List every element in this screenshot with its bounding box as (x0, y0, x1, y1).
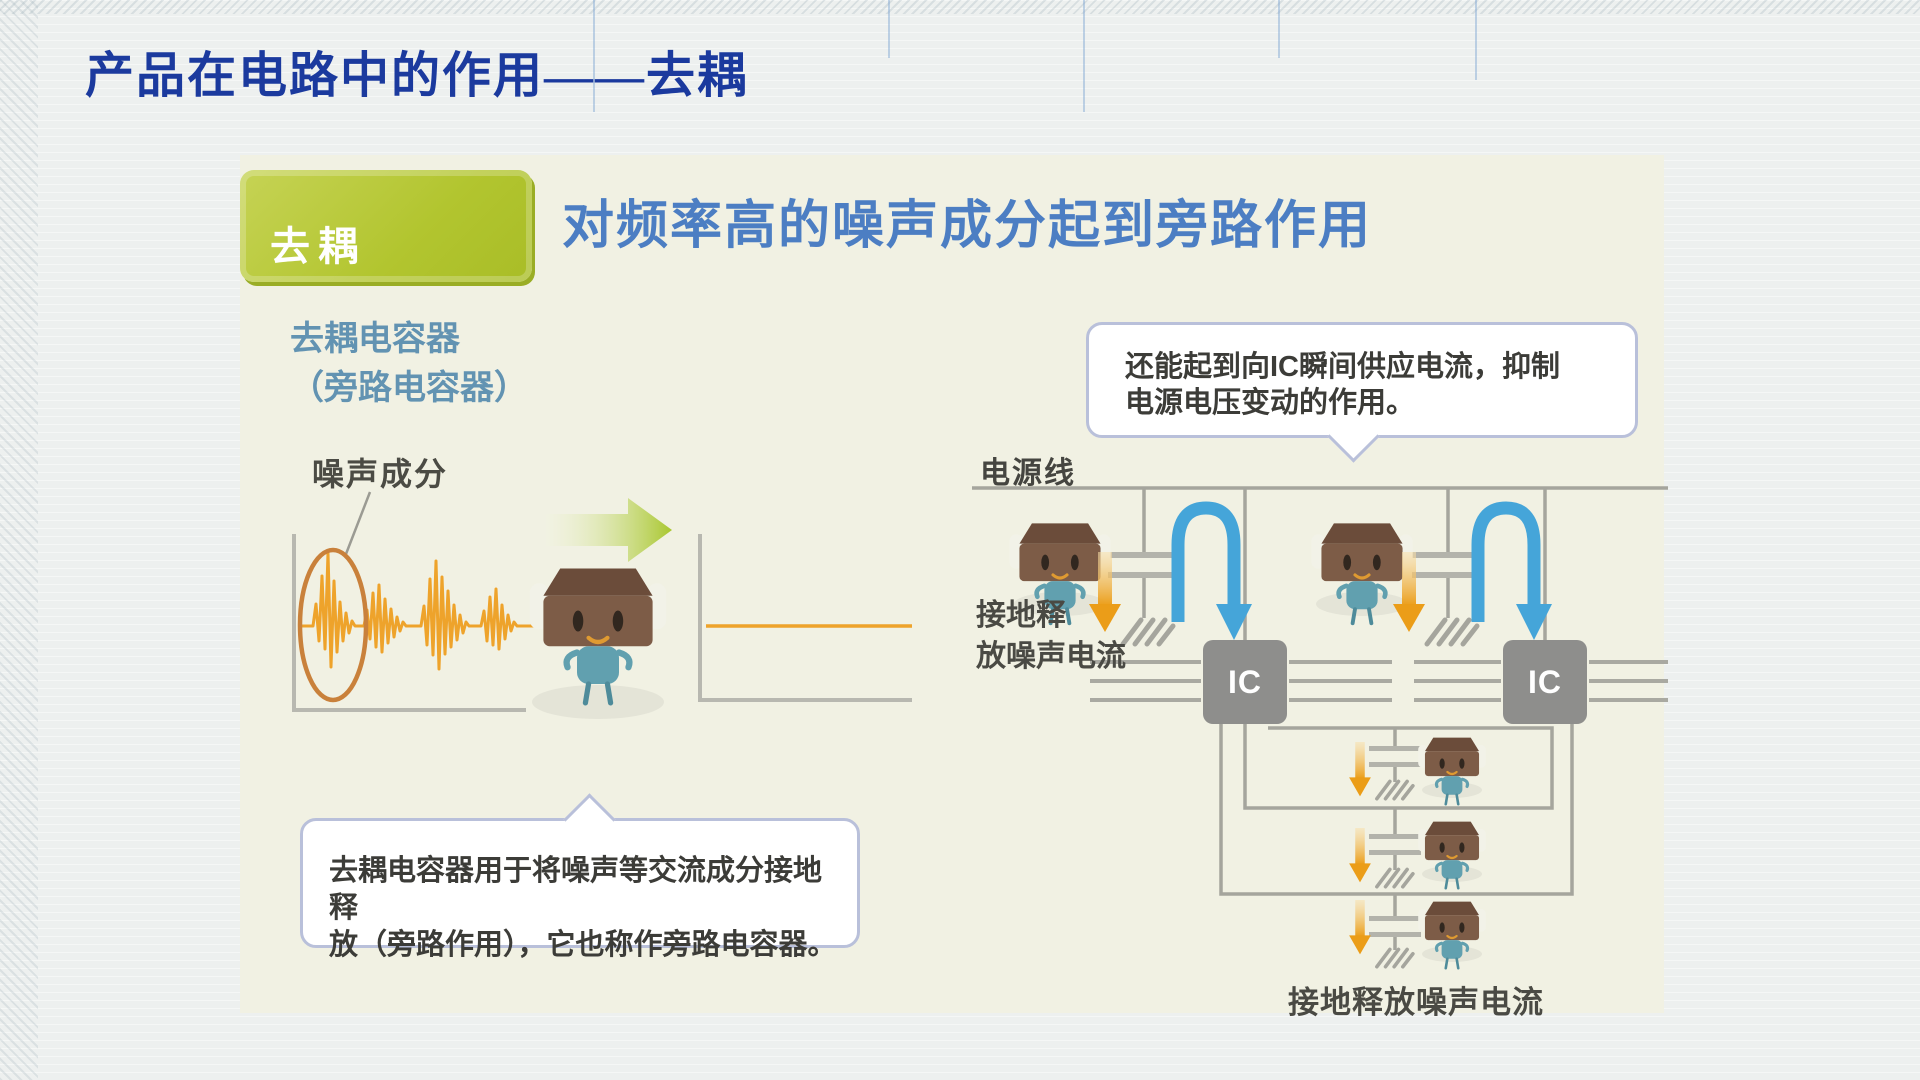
ground-release-label: 接地释 放噪声电流 (976, 595, 1126, 677)
callout-line1: 还能起到向IC瞬间供应电流，抑制 (1125, 351, 1561, 383)
capacitor-character-icon (530, 569, 667, 703)
grid-line (1475, 0, 1477, 80)
orange-ground-arrow-icon (1349, 828, 1371, 883)
capacitor-symbol (1108, 552, 1180, 578)
ground-symbol (1123, 620, 1173, 644)
ic-chip: IC (1503, 640, 1587, 724)
green-flow-arrow-icon (546, 498, 672, 562)
diagram-heading: 对频率高的噪声成分起到旁路作用 (562, 197, 1373, 255)
capacitor-name-label: 去耦电容器 （旁路电容器） (290, 315, 528, 413)
left-diagram-art (292, 491, 912, 719)
right-diagram-art (972, 486, 1668, 970)
orange-ground-arrow-icon (1349, 900, 1371, 955)
callout-bubble: 还能起到向IC瞬间供应电流，抑制 电源电压变动的作用。 (1086, 322, 1638, 463)
speech-bubble-line2: 放（旁路作用），它也称作旁路电容器。 (329, 929, 837, 961)
capacitor-symbol (1369, 746, 1421, 767)
ground-release-line2: 放噪声电流 (976, 640, 1126, 673)
diagram-panel: 去耦 对频率高的噪声成分起到旁路作用 去耦电容器 （旁路电容器） 噪声成分 去耦… (240, 155, 1668, 1020)
left-edge-texture (0, 0, 38, 1080)
ground-release-line1: 接地释 (976, 599, 1066, 632)
orange-ground-arrow-icon (1349, 742, 1371, 797)
powerline-label: 电源线 (980, 457, 1076, 490)
top-edge-texture (0, 0, 1920, 14)
page-title: 产品在电路中的作用——去耦 (85, 48, 749, 103)
noise-component-label: 噪声成分 (312, 456, 449, 492)
ic-signal-lines (1090, 660, 1668, 702)
capacitor-symbol (1369, 834, 1421, 855)
blue-bypass-arrow-icon (1471, 501, 1552, 640)
speech-bubble: 去耦电容器用于将噪声等交流成分接地释 放（旁路作用），它也称作旁路电容器。 (300, 793, 860, 961)
decoupling-badge: 去耦 (240, 170, 532, 282)
ic-chip: IC (1203, 640, 1287, 724)
ground-symbol (1375, 947, 1415, 969)
waveform-bracket-left (292, 534, 526, 712)
blue-bypass-arrow-icon (1171, 501, 1252, 640)
grid-line (1083, 0, 1085, 112)
grid-line (888, 0, 890, 58)
grid-line (593, 0, 595, 112)
noise-waveform (300, 551, 556, 671)
waveform-bracket-right (698, 534, 912, 702)
noise-highlight-ellipse (297, 547, 369, 703)
ground-symbol (1375, 779, 1415, 801)
grid-line (1278, 0, 1280, 58)
bottom-ground-release-label: 接地释放噪声电流 (1288, 985, 1544, 1020)
speech-bubble-pointer (563, 793, 616, 846)
capacitor-name-line1: 去耦电容器 (290, 320, 460, 358)
capacitor-symbol (1369, 916, 1421, 937)
circuit-wires (972, 486, 1668, 950)
label-pointer-line (344, 491, 372, 555)
speech-bubble-line1: 去耦电容器用于将噪声等交流成分接地释 (329, 855, 823, 924)
capacitor-name-line2: （旁路电容器） (290, 369, 528, 407)
callout-line2: 电源电压变动的作用。 (1125, 387, 1416, 419)
character-shadow (532, 685, 664, 719)
decoupling-badge-label: 去耦 (270, 225, 366, 269)
ground-symbol (1375, 867, 1415, 889)
ground-symbol (1427, 620, 1477, 644)
